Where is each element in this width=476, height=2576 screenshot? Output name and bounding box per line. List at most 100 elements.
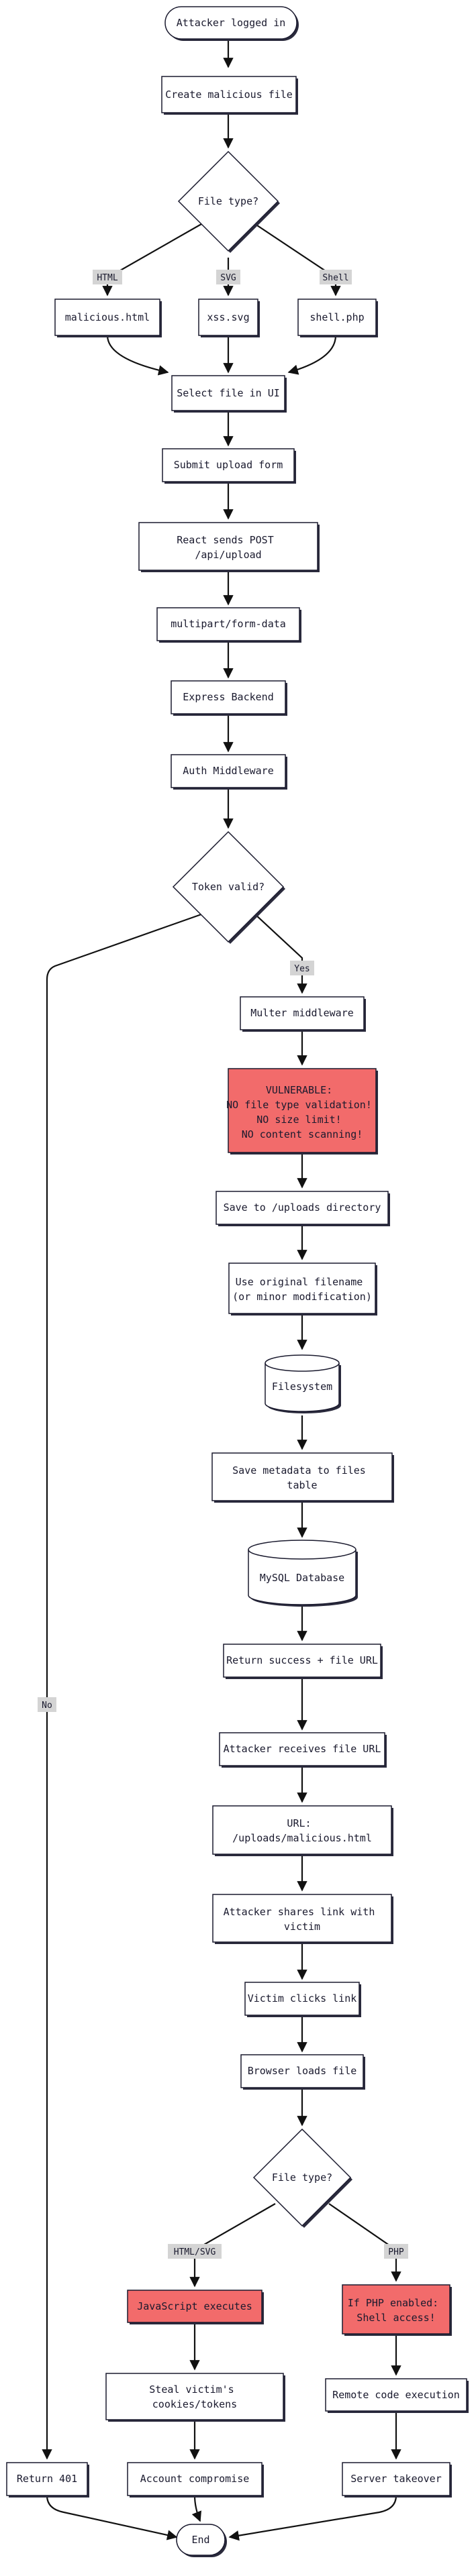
label-rce: Remote code execution: [332, 2389, 460, 2401]
label-save-uploads-line-1: Save to /uploads directory: [224, 1201, 381, 1214]
edge-html-to-select: [106, 335, 169, 376]
label-multer: Multer middleware: [250, 1007, 354, 1019]
label-vulnerable: VULNERABLE: NO file type validation! NO …: [226, 1084, 378, 1140]
edge-label-yes-text: Yes: [294, 964, 310, 974]
label-return-401-line-1: Return 401: [17, 2473, 77, 2485]
label-orig-filename: Use original filename (or minor modifica…: [232, 1276, 372, 1303]
label-php-enabled-line-1: If PHP enabled:: [348, 2297, 438, 2309]
node-start: [164, 6, 299, 41]
label-url-line-2: /uploads/malicious.html: [232, 1832, 372, 1844]
label-submit-form: Submit upload form: [174, 459, 283, 471]
node-svg-file: [198, 299, 260, 337]
node-html-file: [54, 299, 162, 337]
label-end-line-1: End: [191, 2534, 209, 2546]
label-attacker-receives: Attacker receives file URL: [224, 1743, 381, 1755]
node-js-executes: [127, 2290, 264, 2324]
label-return-success-line-1: Return success + file URL: [226, 1654, 378, 1666]
label-multer-line-1: Multer middleware: [250, 1007, 354, 1019]
node-php-enabled: [342, 2284, 452, 2336]
label-server-takeover-line-1: Server takeover: [350, 2473, 441, 2485]
label-html-file-line-1: malicious.html: [65, 311, 150, 323]
nodes: [6, 6, 469, 2557]
node-victim-clicks: [244, 1982, 361, 2017]
label-shares-link: Attacker shares link with victim: [224, 1906, 381, 1933]
node-file-type-2: [252, 2128, 352, 2228]
label-filesystem-line-1: Filesystem: [272, 1381, 332, 1393]
label-submit-form-line-1: Submit upload form: [174, 459, 283, 471]
node-end: [176, 2524, 227, 2557]
node-return-401: [6, 2462, 89, 2498]
label-auth-line-1: Auth Middleware: [183, 765, 273, 777]
label-return-success: Return success + file URL: [226, 1654, 378, 1666]
node-url: [212, 1805, 393, 1856]
label-create-file-line-1: Create malicious file: [165, 89, 293, 101]
label-victim-clicks: Victim clicks link: [248, 1992, 357, 2004]
edge-label-svg: SVG: [216, 270, 240, 284]
node-create-file: [161, 76, 298, 115]
label-php-enabled: If PHP enabled: Shell access!: [348, 2297, 445, 2324]
label-attacker-receives-line-1: Attacker receives file URL: [224, 1743, 381, 1755]
label-js-executes: JavaScript executes: [137, 2300, 252, 2312]
label-orig-filename-line-2: (or minor modification): [232, 1291, 372, 1303]
edge-label-svg-text: SVG: [220, 273, 236, 283]
edge-labels: HTML SVG Shell Yes No HTML/SVG PHP: [38, 270, 408, 2259]
edge-return401-to-end: [46, 2495, 178, 2540]
edge-filetype2-to-php: [328, 2203, 401, 2282]
label-php-file: shell.php: [310, 311, 364, 323]
label-token-valid: Token valid?: [192, 881, 265, 893]
node-react-post: [138, 522, 320, 572]
label-svg-file-line-1: xss.svg: [207, 311, 249, 323]
label-php-enabled-line-2: Shell access!: [356, 2312, 435, 2324]
label-select-file: Select file in UI: [177, 387, 280, 399]
label-filesystem: Filesystem: [272, 1381, 332, 1393]
edge-php-to-select: [287, 335, 337, 375]
label-browser-loads-line-1: Browser loads file: [248, 2065, 357, 2077]
node-token-valid: [172, 830, 285, 944]
label-start: Attacker logged in: [177, 17, 286, 29]
node-labels: Attacker logged in Create malicious file…: [17, 17, 460, 2546]
label-react-post-line-2: /api/upload: [195, 549, 261, 561]
label-multipart-line-1: multipart/form-data: [171, 618, 286, 630]
edge-filetype-to-php: [254, 223, 341, 297]
node-save-metadata: [211, 1452, 394, 1503]
node-multer: [240, 996, 366, 1032]
label-rce-line-1: Remote code execution: [332, 2389, 460, 2401]
edge-token-to-multer: [254, 914, 307, 994]
node-php-file: [297, 299, 378, 337]
edge-label-html-text: HTML: [97, 273, 117, 283]
label-react-post: React sends POST /api/upload: [177, 534, 280, 561]
node-save-uploads: [216, 1191, 390, 1226]
label-account-compromise-line-1: Account compromise: [140, 2473, 250, 2485]
edge-label-no-text: No: [42, 1701, 52, 1711]
edge-label-shell: Shell: [320, 270, 352, 284]
label-save-metadata: Save metadata to files table: [232, 1464, 372, 1491]
label-save-metadata-line-1: Save metadata to files: [232, 1464, 366, 1477]
label-html-file: malicious.html: [65, 311, 150, 323]
label-file-type-2-line-1: File type?: [272, 2171, 332, 2184]
node-server-takeover: [342, 2462, 452, 2498]
edge-label-html-svg: HTML/SVG: [168, 2244, 222, 2259]
edge-label-yes: Yes: [290, 961, 314, 975]
label-url-line-1: URL:: [287, 1817, 311, 1829]
edge-token-to-return401: [42, 913, 202, 2460]
node-express: [171, 680, 287, 716]
node-rce: [325, 2378, 469, 2413]
label-start-line-1: Attacker logged in: [177, 17, 286, 29]
label-file-type-2: File type?: [272, 2171, 332, 2184]
label-file-type-1-line-1: File type?: [198, 195, 258, 207]
label-steal-cookies-line-1: Steal victim's: [149, 2383, 234, 2396]
node-steal-cookies: [105, 2373, 285, 2422]
label-shares-link-line-2: victim: [284, 1921, 320, 1933]
label-mysql: MySQL Database: [260, 1572, 344, 1584]
label-express-line-1: Express Backend: [183, 691, 273, 703]
node-file-type-1: [177, 150, 280, 253]
label-steal-cookies-line-2: cookies/tokens: [152, 2398, 237, 2410]
node-multipart: [156, 607, 301, 643]
edge-label-html-svg-text: HTML/SVG: [174, 2247, 216, 2257]
label-auth: Auth Middleware: [183, 765, 273, 777]
node-orig-filename: [228, 1263, 377, 1316]
node-submit-form: [162, 448, 296, 484]
label-steal-cookies: Steal victim's cookies/tokens: [149, 2383, 240, 2410]
label-account-compromise: Account compromise: [140, 2473, 250, 2485]
node-auth: [171, 754, 287, 790]
